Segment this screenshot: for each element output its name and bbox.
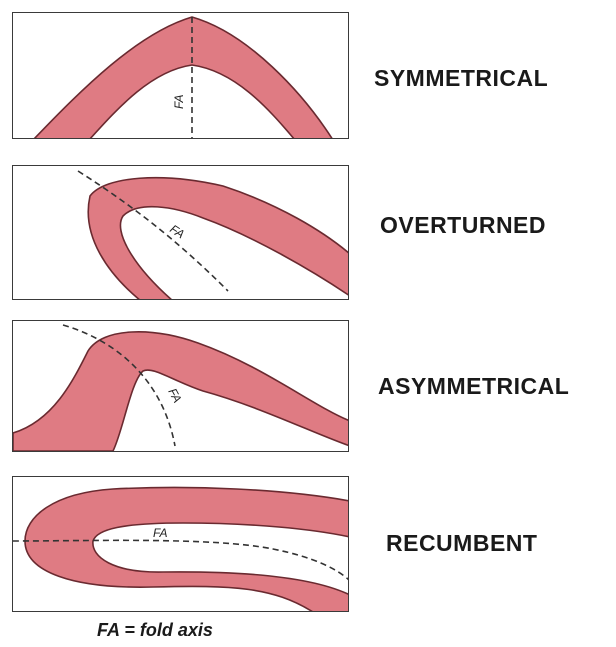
asymmetrical-fold-diagram: FA xyxy=(13,321,349,452)
fold-axis-caption: FA = fold axis xyxy=(97,620,213,641)
fold-axis-label: FA xyxy=(172,95,186,109)
recumbent-fold-diagram: FA xyxy=(13,477,349,612)
fold-panel-overturned: FA xyxy=(12,165,349,300)
fold-axis-label: FA xyxy=(153,526,167,540)
folded-layer xyxy=(33,17,333,139)
label-symmetrical: SYMMETRICAL xyxy=(374,65,548,92)
folded-layer xyxy=(25,488,349,613)
overturned-fold-diagram: FA xyxy=(13,166,349,300)
fold-panel-asymmetrical: FA xyxy=(12,320,349,452)
symmetrical-fold-diagram: FA xyxy=(13,13,349,139)
fold-axis-label: FA xyxy=(165,386,184,405)
fold-panel-symmetrical: FA xyxy=(12,12,349,139)
label-recumbent: RECUMBENT xyxy=(386,530,537,557)
folded-layer xyxy=(88,178,349,300)
label-asymmetrical: ASYMMETRICAL xyxy=(378,373,569,400)
label-overturned: OVERTURNED xyxy=(380,212,546,239)
fold-panel-recumbent: FA xyxy=(12,476,349,612)
